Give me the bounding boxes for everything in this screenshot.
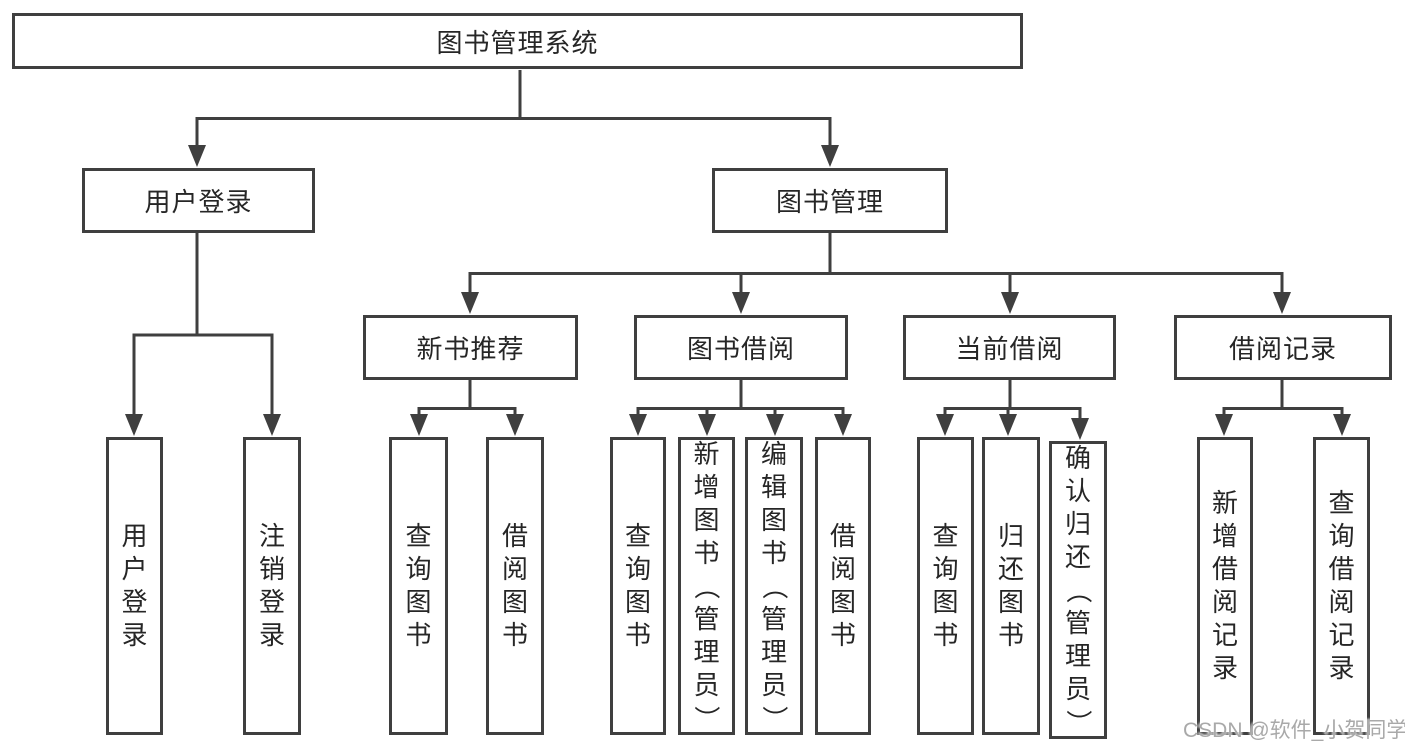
- node-label: 当前借阅: [955, 334, 1064, 364]
- node-new-book-recommend: 新书推荐: [363, 315, 578, 380]
- leaf-add-borrow-record: 新增借阅记录: [1197, 437, 1253, 735]
- leaf-query-borrow-record: 查询借阅记录: [1313, 437, 1370, 735]
- leaf-confirm-return-admin: 确认归还（管理员）: [1049, 441, 1107, 739]
- leaf-label: 确认归还（管理员）: [1063, 442, 1094, 736]
- leaf-label: 编辑图书（管理员）: [759, 438, 790, 732]
- node-label: 借阅记录: [1228, 334, 1337, 364]
- leaf-query-books-borrowing: 查询图书: [610, 437, 666, 735]
- leaf-label: 注销登录: [258, 521, 285, 650]
- leaf-label: 新增图书（管理员）: [691, 438, 722, 732]
- leaf-label: 借阅图书: [501, 521, 528, 650]
- node-book-management: 图书管理: [712, 168, 948, 233]
- leaf-add-book-admin: 新增图书（管理员）: [678, 437, 735, 735]
- node-current-borrowing: 当前借阅: [903, 315, 1116, 380]
- node-label: 用户登录: [144, 187, 253, 217]
- csdn-watermark: CSDN @软件_小贺同学: [1183, 719, 1405, 742]
- leaf-return-book: 归还图书: [982, 437, 1040, 735]
- leaf-user-login: 用户登录: [106, 437, 163, 735]
- arrowheads: [125, 145, 1351, 440]
- leaf-edit-book-admin: 编辑图书（管理员）: [745, 437, 803, 735]
- leaf-borrow-books-recommend: 借阅图书: [486, 437, 544, 735]
- node-book-borrowing: 图书借阅: [634, 315, 848, 380]
- leaf-label: 归还图书: [997, 521, 1024, 650]
- leaf-logout: 注销登录: [243, 437, 301, 735]
- node-root-label: 图书管理系统: [436, 27, 599, 58]
- node-root: 图书管理系统: [12, 13, 1023, 69]
- leaf-label: 查询图书: [624, 521, 651, 650]
- leaf-borrow-books: 借阅图书: [815, 437, 871, 735]
- leaf-query-books-current: 查询图书: [917, 437, 974, 735]
- node-borrowing-records: 借阅记录: [1174, 315, 1392, 380]
- node-label: 图书管理: [775, 187, 884, 217]
- node-label: 新书推荐: [416, 334, 525, 364]
- leaf-label: 用户登录: [121, 521, 148, 650]
- leaf-label: 查询借阅记录: [1328, 488, 1355, 683]
- leaf-label: 查询图书: [932, 521, 959, 650]
- leaf-label: 借阅图书: [829, 521, 856, 650]
- leaf-label: 查询图书: [405, 521, 432, 650]
- connector-paths: [132, 70, 1344, 423]
- node-user-login: 用户登录: [82, 168, 315, 233]
- leaf-query-books-recommend: 查询图书: [389, 437, 448, 735]
- leaf-label: 新增借阅记录: [1211, 488, 1238, 683]
- node-label: 图书借阅: [686, 334, 795, 364]
